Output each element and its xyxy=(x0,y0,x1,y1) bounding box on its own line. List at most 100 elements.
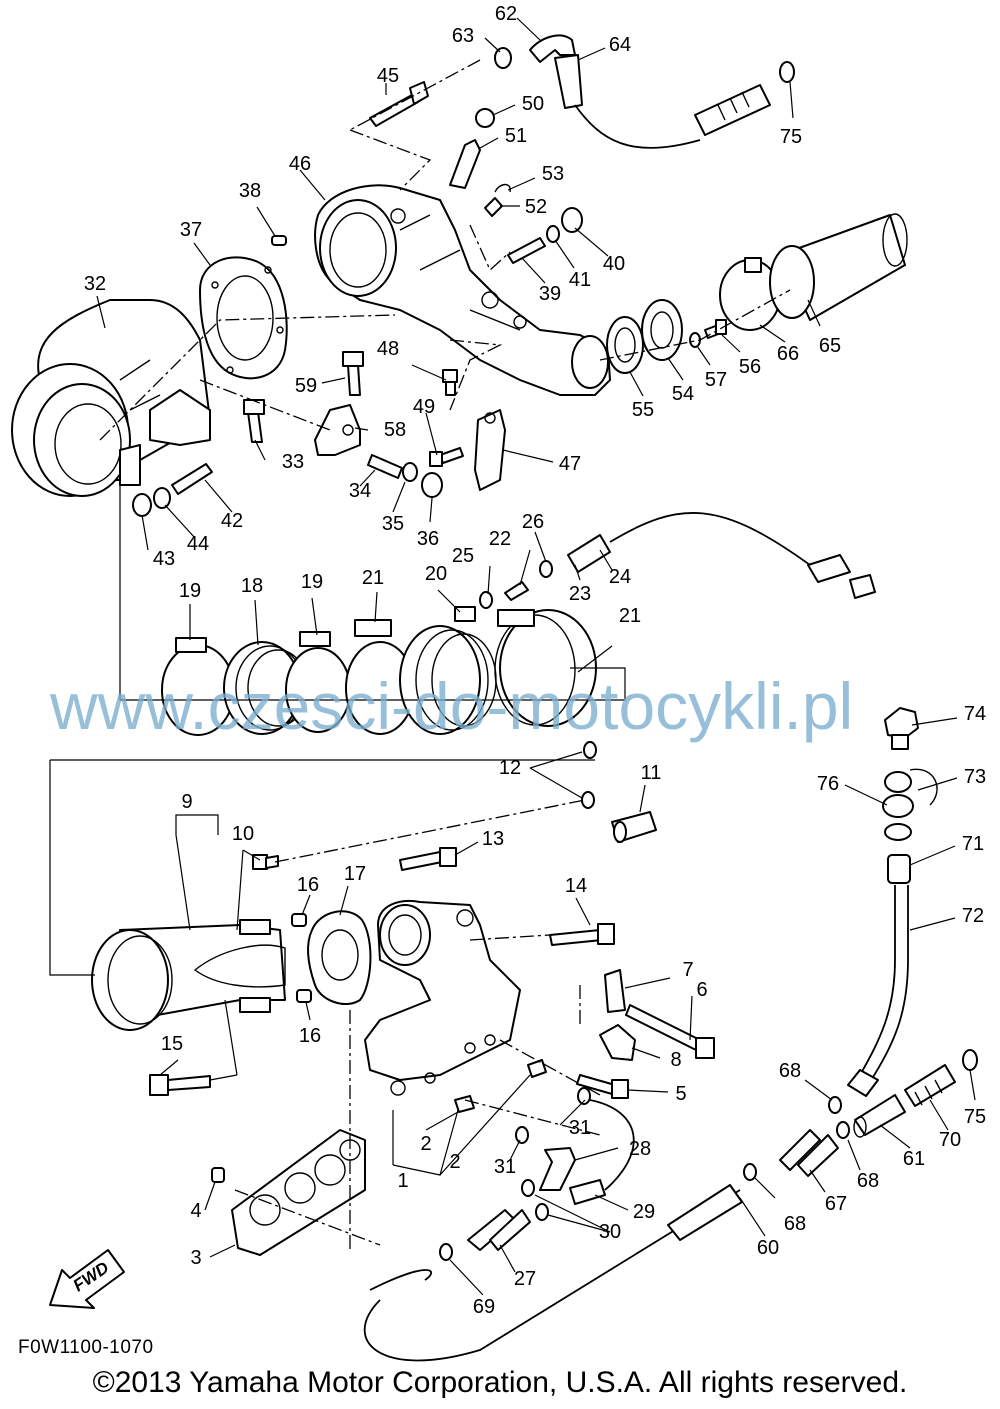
pin-38-part[interactable] xyxy=(271,235,287,246)
clamp-69-part[interactable] xyxy=(439,1243,453,1261)
stud-34-part[interactable] xyxy=(367,454,403,479)
bracket-47-part[interactable] xyxy=(474,409,506,491)
bracket-58-part[interactable] xyxy=(314,404,361,456)
bolt-6-part[interactable] xyxy=(625,1004,715,1059)
clamp-68-b-part[interactable] xyxy=(836,1121,850,1139)
washer-35-part[interactable] xyxy=(402,462,418,482)
fwd-arrow-icon: FWD xyxy=(49,1249,125,1309)
fitting-27-part[interactable] xyxy=(467,1209,531,1251)
hose-28-part[interactable] xyxy=(539,1147,576,1191)
bolt-15-part[interactable] xyxy=(149,1074,211,1096)
callout-62: 62 xyxy=(495,3,517,25)
fitting-51-part[interactable] xyxy=(449,139,481,189)
nut-36-part[interactable] xyxy=(421,472,443,498)
exhaust-manifold-lower-part[interactable] xyxy=(364,900,521,1096)
callout-40: 40 xyxy=(603,253,625,275)
hose-61-part[interactable] xyxy=(853,1094,906,1138)
hose-62-part[interactable] xyxy=(529,34,576,63)
clamp-12-lower-part[interactable] xyxy=(581,791,595,809)
callout-75-bottom: 75 xyxy=(964,1106,986,1128)
hose-64-part[interactable] xyxy=(554,54,583,109)
bolt-45-part[interactable] xyxy=(369,81,429,127)
callout-22: 22 xyxy=(489,528,511,550)
clamp-31-lower-part[interactable] xyxy=(515,1126,529,1144)
clamp-75-top-part[interactable] xyxy=(779,61,795,83)
stud-42-part[interactable] xyxy=(171,463,213,495)
clip-7-part[interactable] xyxy=(604,969,626,1013)
clamp-21-left-part[interactable] xyxy=(345,619,415,735)
clip-53-part[interactable] xyxy=(494,183,511,193)
hose-end-fitting-part[interactable] xyxy=(694,84,771,136)
pin-16-lower-part[interactable] xyxy=(296,989,312,1003)
bolt-49-part[interactable] xyxy=(429,447,464,467)
fitting-67-part[interactable] xyxy=(779,1129,839,1177)
assembly-line-lower-1 xyxy=(274,799,586,863)
bolt-48-part[interactable] xyxy=(442,369,458,396)
hose-60-part[interactable] xyxy=(363,1184,743,1362)
strap-73-part[interactable] xyxy=(909,768,938,806)
callout-38: 38 xyxy=(239,180,261,202)
clamp-75-bottom-part[interactable] xyxy=(962,1049,978,1071)
stud-39-part[interactable] xyxy=(507,237,546,264)
fitting-52-part[interactable] xyxy=(484,197,503,217)
hose-72-part[interactable] xyxy=(847,885,909,1097)
bolt-10-part[interactable] xyxy=(252,854,279,870)
flange-54-part[interactable] xyxy=(641,299,683,361)
hose-24-part[interactable] xyxy=(567,512,876,599)
hose-70-part[interactable] xyxy=(904,1064,956,1107)
exhaust-outlet-9-part[interactable] xyxy=(91,919,286,1031)
bolt-33-part[interactable] xyxy=(243,399,265,443)
bolt-14-part[interactable] xyxy=(549,923,615,946)
damper-8-part[interactable] xyxy=(599,1024,636,1061)
clamp-25-part[interactable] xyxy=(479,591,493,609)
washer-44-part[interactable] xyxy=(153,487,171,509)
leader-lines xyxy=(96,17,976,1296)
callout-42: 42 xyxy=(221,510,243,532)
bolt-5-part[interactable] xyxy=(576,1074,629,1099)
callout-60: 60 xyxy=(757,1237,779,1259)
clamp-31-upper-part[interactable] xyxy=(577,1087,591,1105)
hose-29-part[interactable] xyxy=(569,1179,606,1205)
callout-19-right: 19 xyxy=(301,571,323,593)
pin-16-upper-part[interactable] xyxy=(291,913,307,927)
nut-40-part[interactable] xyxy=(561,207,583,233)
clamp-12-upper-part[interactable] xyxy=(583,741,597,759)
gasket-55-part[interactable] xyxy=(606,316,644,374)
washer-76-part[interactable] xyxy=(882,771,914,841)
gasket-37-part[interactable] xyxy=(199,256,288,380)
pin-4-part[interactable] xyxy=(211,1167,225,1183)
callout-74: 74 xyxy=(964,703,986,725)
stud-2b-part[interactable] xyxy=(527,1059,547,1078)
gasket-17-part[interactable] xyxy=(307,910,372,1005)
clamp-30-part[interactable] xyxy=(521,1179,549,1221)
hose-11-part[interactable] xyxy=(611,811,657,843)
cap-74-part[interactable] xyxy=(884,707,919,750)
clamp-26-part[interactable] xyxy=(539,560,553,578)
joint-20-part[interactable] xyxy=(399,606,497,735)
clamp-68-c-part[interactable] xyxy=(743,1163,757,1181)
clamp-63-part[interactable] xyxy=(494,47,512,69)
bolt-59-part[interactable] xyxy=(342,351,364,396)
assembly-frame-left xyxy=(119,470,626,701)
plug-50-part[interactable] xyxy=(475,108,495,128)
exhaust-pipe-46-part[interactable] xyxy=(314,184,611,396)
fitting-22-part[interactable] xyxy=(504,581,529,601)
clamp-66-part[interactable] xyxy=(719,257,781,331)
hose-65-part[interactable] xyxy=(769,213,908,321)
gasket-3-part[interactable] xyxy=(231,1129,366,1256)
callout-46: 46 xyxy=(289,153,311,175)
callout-58: 58 xyxy=(384,419,406,441)
bolt-13-part[interactable] xyxy=(399,847,457,871)
clamp-68-a-part[interactable] xyxy=(828,1096,842,1114)
callout-17: 17 xyxy=(344,863,366,885)
nut-43-part[interactable] xyxy=(132,493,152,517)
clamp-19-right-part[interactable] xyxy=(285,631,351,733)
callout-65: 65 xyxy=(819,335,841,357)
muffler-chamber-part[interactable] xyxy=(11,299,211,497)
assembly-line-upper-1 xyxy=(349,129,432,191)
fitting-71-part[interactable] xyxy=(887,854,911,884)
callout-59: 59 xyxy=(295,375,317,397)
washer-41-part[interactable] xyxy=(546,225,560,243)
stud-2a-part[interactable] xyxy=(454,1095,475,1113)
